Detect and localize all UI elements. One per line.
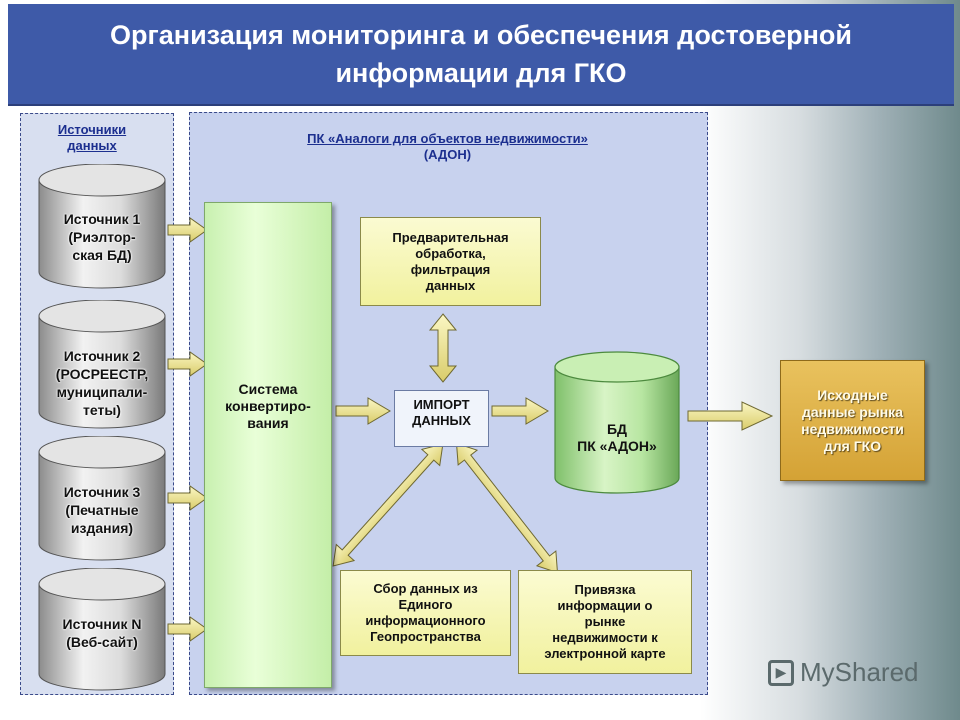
source-n-cylinder: Источник N (Веб-сайт) [38, 568, 166, 692]
converter-to-import-arrow [335, 397, 391, 425]
import-geo-double-arrow [332, 443, 444, 567]
geo-data-collection-box: Сбор данных из Единого информационного Г… [340, 570, 511, 656]
output-data-box: Исходные данные рынка недвижимости для Г… [780, 360, 925, 481]
page-title-line1: Организация мониторинга и обеспечения до… [110, 20, 852, 50]
preprocessing-box: Предварительная обработка, фильтрация да… [360, 217, 541, 306]
import-data-box: ИМПОРТ ДАННЫХ [394, 390, 489, 447]
source3-arrow [167, 485, 208, 511]
page-title-line2: информации для ГКО [335, 58, 627, 88]
source-1-label: Источник 1 (Риэлтор- ская БД) [63, 211, 141, 263]
import-to-db-arrow [491, 397, 549, 425]
source-1-cylinder: Источник 1 (Риэлтор- ская БД) [38, 164, 166, 290]
database-cylinder-shape [554, 351, 680, 494]
source-2-cylinder: Источник 2 (РОСРЕЕСТР, муниципали- теты) [38, 300, 166, 430]
preprocess-import-double-arrow [428, 313, 458, 383]
title-banner: Организация мониторинга и обеспечения до… [8, 4, 954, 106]
sourceN-arrow [167, 616, 208, 642]
conversion-system-box: Система конвертиро- вания [204, 202, 332, 688]
adon-caption: ПК «Аналоги для объектов недвижимости» (… [307, 131, 588, 162]
logo-icon: ▶ [768, 659, 794, 686]
source2-arrow [167, 351, 208, 377]
source1-arrow [167, 217, 208, 243]
map-binding-box: Привязка информации о рынке недвижимости… [518, 570, 692, 674]
logo-text: MyShared [800, 657, 919, 687]
myshared-logo: ▶ MyShared [768, 657, 919, 688]
sources-caption: Источники данных [57, 122, 127, 153]
database-label: БД ПК «АДОН» [577, 421, 657, 454]
db-to-output-arrow [687, 401, 774, 431]
source-3-label: Источник 3 (Печатные издания) [63, 484, 141, 536]
import-map-double-arrow [455, 442, 559, 574]
source-2-label: Источник 2 (РОСРЕЕСТР, муниципали- теты) [55, 348, 149, 418]
source-3-cylinder: Источник 3 (Печатные издания) [38, 436, 166, 562]
source-n-label: Источник N (Веб-сайт) [62, 616, 142, 650]
